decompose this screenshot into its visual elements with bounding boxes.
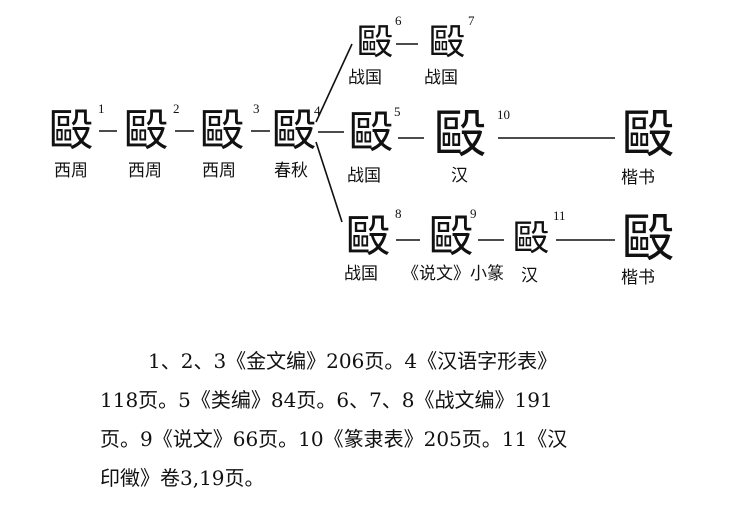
source-notes-line-3: 页。9《说文》66页。10《篆隶表》205页。11《汉 xyxy=(100,427,568,451)
period-label-2: 西周 xyxy=(128,161,162,181)
period-label-9: 《说文》小篆 xyxy=(402,264,504,284)
source-notes-line-2: 118页。5《类编》84页。6、7、8《战文编》191 xyxy=(100,388,553,412)
period-label-6: 战国 xyxy=(348,68,382,88)
connector-4-8 xyxy=(315,141,343,223)
note-number-6: 6 xyxy=(395,13,402,28)
period-label-10: 汉 xyxy=(451,166,468,186)
period-label-5: 战国 xyxy=(347,166,381,186)
note-number-11: 11 xyxy=(553,208,566,223)
connector-4-6 xyxy=(315,43,353,123)
glyph-4: 毆 xyxy=(272,105,316,156)
note-number-4: 4 xyxy=(314,103,321,118)
source-notes-line-4: 印徵》卷3,19页。 xyxy=(100,466,265,490)
glyph-3: 毆 xyxy=(200,105,244,156)
period-label-11: 汉 xyxy=(521,266,538,286)
glyph-11: 毆 xyxy=(512,218,549,259)
glyph-7: 毆 xyxy=(428,22,465,63)
note-number-7: 7 xyxy=(468,13,475,28)
source-notes: 1、2、3《金文编》206页。4《汉语字形表》 118页。5《类编》84页。6、… xyxy=(100,342,680,498)
glyph-5: 毆 xyxy=(349,107,393,158)
note-number-8: 8 xyxy=(395,206,402,221)
period-label-kaishu-2: 楷书 xyxy=(621,268,655,288)
period-label-3: 西周 xyxy=(202,161,236,181)
evolution-diagram xyxy=(99,43,615,241)
glyph-2: 毆 xyxy=(124,105,168,156)
period-label-kaishu-1: 楷书 xyxy=(621,168,655,188)
glyph-10: 毆 xyxy=(433,105,486,165)
glyph-kaishu-1: 毆 xyxy=(621,105,674,165)
note-number-3: 3 xyxy=(253,101,260,116)
period-label-7: 战国 xyxy=(424,68,458,88)
glyph-kaishu-2: 毆 xyxy=(621,209,674,269)
period-label-1: 西周 xyxy=(54,161,88,181)
note-number-1: 1 xyxy=(98,101,105,116)
note-number-10: 10 xyxy=(497,107,510,122)
glyph-6: 毆 xyxy=(356,22,393,63)
period-label-8: 战国 xyxy=(344,264,378,284)
glyph-8: 毆 xyxy=(346,211,390,262)
period-label-4: 春秋 xyxy=(274,161,308,181)
note-number-2: 2 xyxy=(173,101,180,116)
source-notes-line-1: 1、2、3《金文编》206页。4《汉语字形表》 xyxy=(148,349,558,373)
glyph-1: 毆 xyxy=(49,105,93,156)
note-number-9: 9 xyxy=(470,206,477,221)
glyph-9: 毆 xyxy=(429,211,473,262)
note-number-5: 5 xyxy=(394,104,401,119)
